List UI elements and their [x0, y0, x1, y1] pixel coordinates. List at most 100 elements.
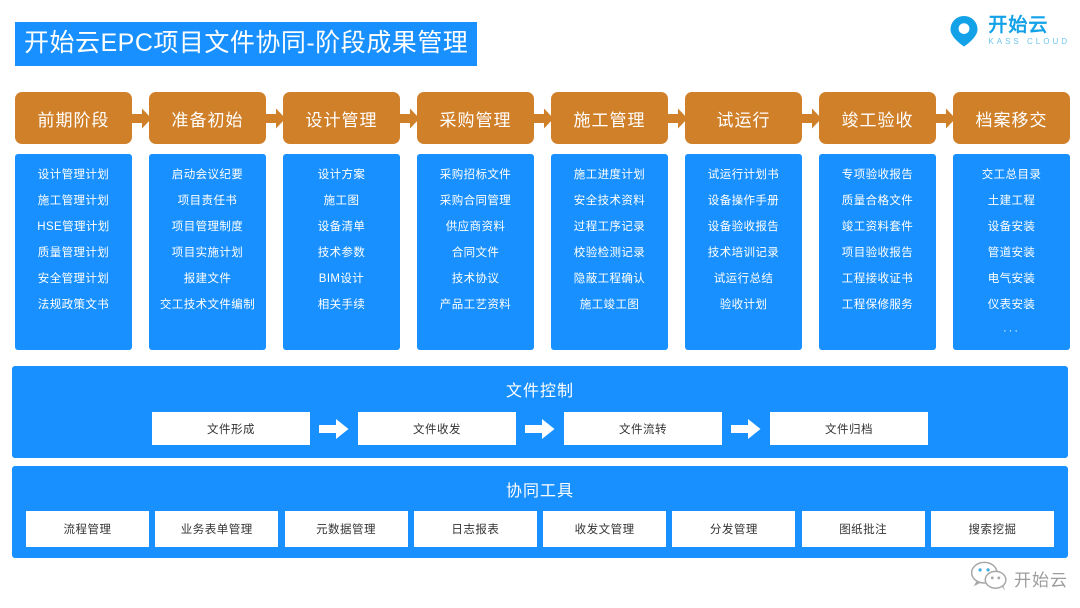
phase-item[interactable]: 法规政策文书 [37, 299, 110, 311]
collab-tool-item[interactable]: 业务表单管理 [155, 511, 279, 547]
phase-item[interactable]: 工程接收证书 [841, 273, 914, 285]
phase-arrow-icon [934, 108, 956, 129]
phase-header-5[interactable]: 施工管理 [551, 92, 668, 144]
phase-item[interactable]: 设计方案 [317, 169, 366, 181]
phase-item[interactable]: 试运行计划书 [707, 169, 780, 181]
phase-item[interactable]: 施工竣工图 [579, 299, 640, 311]
phase-item[interactable]: 项目实施计划 [171, 247, 244, 259]
phase-item[interactable]: 报建文件 [183, 273, 232, 285]
phase-item[interactable]: 安全技术资料 [573, 195, 646, 207]
phase-items-list: 设计方案施工图设备清单技术参数 BIM设计相关手续 [283, 154, 400, 350]
file-control-step[interactable]: 文件形成 [152, 412, 310, 445]
collab-tools-row: 流程管理业务表单管理元数据管理日志报表收发文管理分发管理图纸批注搜索挖掘 [12, 511, 1068, 547]
phase-column: 采购管理采购招标文件采购合同管理供应商资料合同文件技术协议产品工艺资料 [417, 92, 534, 350]
phase-item[interactable]: 管道安装 [987, 247, 1036, 259]
phase-column: 档案移交交工总目录土建工程设备安装管道安装电气安装仪表安装 ··· [953, 92, 1070, 350]
phase-item[interactable]: 设备操作手册 [707, 195, 780, 207]
collab-tool-item[interactable]: 日志报表 [413, 511, 537, 547]
phase-item[interactable]: 竣工资料套件 [841, 221, 914, 233]
phase-column: 试运行试运行计划书设备操作手册设备验收报告技术培训记录试运行总结验收计划 [685, 92, 802, 350]
phase-item[interactable]: 土建工程 [987, 195, 1036, 207]
phase-item[interactable]: 项目管理制度 [171, 221, 244, 233]
phase-item[interactable]: 验收计划 [719, 299, 768, 311]
phase-item[interactable]: 质量合格文件 [841, 195, 914, 207]
phase-item[interactable]: 采购招标文件 [439, 169, 512, 181]
phase-item[interactable]: 技术培训记录 [707, 247, 780, 259]
phase-columns: 前期阶段设计管理计划施工管理计划 HSE管理计划质量管理计划安全管理计划法规政策文… [0, 92, 1080, 354]
phase-item[interactable]: 项目责任书 [177, 195, 238, 207]
collab-tool-item[interactable]: 搜索挖掘 [930, 511, 1054, 547]
phase-header-8[interactable]: 档案移交 [953, 92, 1070, 144]
phase-column: 前期阶段设计管理计划施工管理计划 HSE管理计划质量管理计划安全管理计划法规政策文… [15, 92, 132, 350]
file-control-step[interactable]: 文件收发 [358, 412, 516, 445]
file-control-title: 文件控制 [505, 383, 574, 400]
phase-header-7[interactable]: 竣工验收 [819, 92, 936, 144]
phase-arrow-icon [398, 108, 420, 129]
phase-item[interactable]: 交工总目录 [981, 169, 1042, 181]
phase-items-list: 采购招标文件采购合同管理供应商资料合同文件技术协议产品工艺资料 [417, 154, 534, 350]
collab-tool-item[interactable]: 收发文管理 [543, 511, 667, 547]
logo-name-en: KASS CLOUD [988, 37, 1070, 46]
phase-item[interactable]: HSE管理计划 [37, 221, 110, 233]
phase-items-list: 设计管理计划施工管理计划 HSE管理计划质量管理计划安全管理计划法规政策文书 [15, 154, 132, 350]
phase-item[interactable]: 仪表安装 [987, 299, 1036, 311]
phase-column: 竣工验收专项验收报告质量合格文件竣工资料套件项目验收报告工程接收证书工程保修服务 [819, 92, 936, 350]
file-control-arrow-icon [525, 418, 555, 440]
phase-item[interactable]: 采购合同管理 [439, 195, 512, 207]
brand-logo: 开始云 KASS CLOUD [947, 14, 1070, 48]
phase-arrow-icon [800, 108, 822, 129]
phase-item[interactable]: 质量管理计划 [37, 247, 110, 259]
phase-item[interactable]: 安全管理计划 [37, 273, 110, 285]
phase-item[interactable]: 专项验收报告 [841, 169, 914, 181]
file-control-panel: 文件控制 文件形成 文件收发 文件流转 文件归档 [12, 366, 1068, 458]
phase-column: 设计管理设计方案施工图设备清单技术参数 BIM设计相关手续 [283, 92, 400, 350]
phase-item[interactable]: 设备安装 [987, 221, 1036, 233]
phase-column: 准备初始启动会议纪要项目责任书项目管理制度项目实施计划报建文件交工技术文件编制 [149, 92, 266, 350]
phase-header-3[interactable]: 设计管理 [283, 92, 400, 144]
file-control-step[interactable]: 文件归档 [770, 412, 928, 445]
phase-item[interactable]: 工程保修服务 [841, 299, 914, 311]
collab-tool-item[interactable]: 元数据管理 [284, 511, 408, 547]
phase-item[interactable]: 施工进度计划 [573, 169, 646, 181]
phase-item[interactable]: 项目验收报告 [841, 247, 914, 259]
phase-item[interactable]: 供应商资料 [445, 221, 506, 233]
phase-item[interactable]: 合同文件 [451, 247, 500, 259]
phase-item[interactable]: 施工管理计划 [37, 195, 110, 207]
phase-items-list: 试运行计划书设备操作手册设备验收报告技术培训记录试运行总结验收计划 [685, 154, 802, 350]
phase-arrow-icon [666, 108, 688, 129]
collab-tool-item[interactable]: 图纸批注 [801, 511, 925, 547]
wechat-icon [969, 561, 1009, 596]
phase-items-list: 启动会议纪要项目责任书项目管理制度项目实施计划报建文件交工技术文件编制 [149, 154, 266, 350]
collab-tools-title: 协同工具 [505, 483, 574, 500]
phase-item[interactable]: 隐蔽工程确认 [573, 273, 646, 285]
collab-tool-item[interactable]: 分发管理 [672, 511, 796, 547]
phase-item[interactable]: 启动会议纪要 [171, 169, 244, 181]
phase-item[interactable]: 电气安装 [987, 273, 1036, 285]
phase-item[interactable]: ··· [1003, 325, 1020, 337]
collab-tool-item[interactable]: 流程管理 [26, 511, 149, 547]
phase-item[interactable]: 设备清单 [317, 221, 366, 233]
phase-item[interactable]: 设计管理计划 [37, 169, 110, 181]
phase-item[interactable]: 产品工艺资料 [439, 299, 512, 311]
phase-item[interactable]: BIM设计 [318, 273, 365, 285]
file-control-flow: 文件形成 文件收发 文件流转 文件归档 [12, 412, 1068, 445]
phase-item[interactable]: 校验检测记录 [573, 247, 646, 259]
phase-item[interactable]: 交工技术文件编制 [159, 299, 256, 311]
phase-arrow-icon [130, 108, 152, 129]
phase-item[interactable]: 相关手续 [317, 299, 366, 311]
phase-items-list: 交工总目录土建工程设备安装管道安装电气安装仪表安装 ··· [953, 154, 1070, 350]
phase-item[interactable]: 施工图 [323, 195, 360, 207]
phase-header-1[interactable]: 前期阶段 [15, 92, 132, 144]
watermark-label: 开始云 [1014, 571, 1068, 590]
file-control-step[interactable]: 文件流转 [564, 412, 722, 445]
phase-item[interactable]: 过程工序记录 [573, 221, 646, 233]
phase-header-4[interactable]: 采购管理 [417, 92, 534, 144]
collab-tools-panel: 协同工具 流程管理业务表单管理元数据管理日志报表收发文管理分发管理图纸批注搜索挖… [12, 466, 1068, 558]
phase-item[interactable]: 试运行总结 [713, 273, 774, 285]
phase-item[interactable]: 技术参数 [317, 247, 366, 259]
phase-header-6[interactable]: 试运行 [685, 92, 802, 144]
phase-header-2[interactable]: 准备初始 [149, 92, 266, 144]
phase-item[interactable]: 技术协议 [451, 273, 500, 285]
location-pin-icon [947, 14, 981, 48]
phase-item[interactable]: 设备验收报告 [707, 221, 780, 233]
